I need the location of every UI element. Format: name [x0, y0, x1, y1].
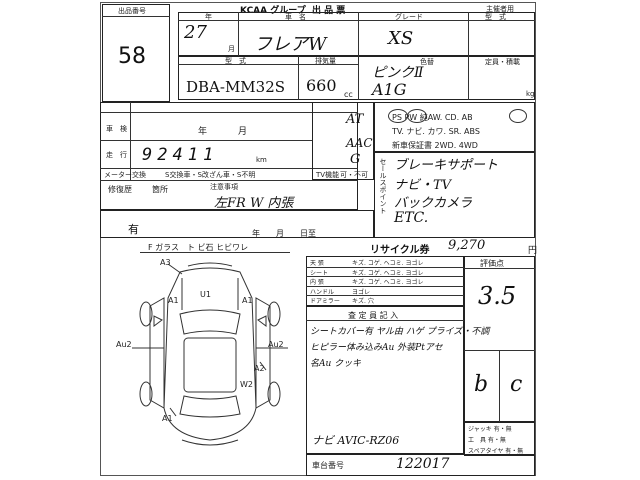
interior-row-label: ハンドル	[310, 288, 335, 296]
car-name: フレアW	[254, 34, 327, 55]
equipment-line-3: 新車保証書 2WD. 4WD	[392, 141, 478, 150]
sell-point-2: ナビ・TV	[394, 178, 452, 193]
ab-circle	[509, 109, 527, 123]
interior-table	[306, 256, 464, 306]
equipment-line-1: PS PW 純AW. CD. AB	[392, 113, 473, 122]
model-code: DBA-MM32S	[186, 78, 286, 96]
mark-u1-front: U1	[200, 290, 211, 299]
equipment-line-2: TV. ナビ. カワ. SR. ABS	[392, 127, 480, 136]
ps-circle	[388, 109, 408, 123]
lot-number-box	[102, 4, 170, 102]
fuel-value: G	[350, 152, 361, 167]
displacement: 660	[306, 76, 337, 95]
chassis-number: 122017	[396, 456, 450, 472]
notes-value: 左FR W 内張	[214, 196, 294, 211]
inspector-box	[306, 306, 464, 454]
color-code: A1G	[372, 80, 407, 99]
recycle-value: 9,270	[448, 238, 486, 253]
color-name: ピンクⅡ	[372, 65, 424, 81]
mark-a1-left: A1	[168, 296, 179, 305]
inspection-block	[100, 102, 358, 210]
owner-label: 主催者用	[486, 5, 514, 13]
inspector-note-3: 名Au クッキ	[310, 359, 362, 369]
glass-label: F ガラス ト ビ石 ヒビワレ	[148, 243, 249, 252]
mark-au2-left: Au2	[116, 340, 132, 349]
car-diagram	[132, 262, 288, 446]
inspector-note-4: ナビ AVIC-RZ06	[312, 434, 400, 447]
grade-value: XS	[388, 28, 414, 49]
lot-number-label: 出品番号	[118, 7, 146, 15]
interior-row-options: キズ. コゲ. ヘコミ. ヨゴレ	[352, 260, 424, 267]
interior-row-label: 内 張	[310, 279, 324, 286]
repair-row	[100, 210, 374, 238]
ac-value: AAC	[346, 136, 373, 150]
pw-circle	[407, 109, 427, 123]
exterior-score: c	[510, 372, 523, 397]
interior-row-label: シート	[310, 269, 329, 277]
recycle-label: リサイクル券	[370, 245, 430, 256]
inspector-note-1: シートカバー有 ヤル由 ハゲ プライズ・不調	[310, 327, 490, 337]
mark-a1-right: A1	[242, 296, 253, 305]
mark-a1-rear: A1	[162, 414, 173, 423]
mark-au2-right: Au2	[268, 340, 284, 349]
mark-a3-top: A3	[160, 258, 171, 267]
interior-row-options: ヨゴレ	[352, 288, 371, 296]
brand-sub: 出 品 票	[312, 6, 346, 16]
jack-label: ジャッキ 有・無	[468, 426, 512, 433]
inspector-note-2: ヒピラー体み込みAu 外装Ptアセ	[310, 343, 443, 353]
inspector-label: 査 定 員 記 入	[348, 311, 399, 320]
lot-number: 58	[118, 44, 146, 69]
mark-a2-right: A2	[254, 364, 265, 373]
score-value: 3.5	[478, 282, 517, 310]
sell-point-4: ETC.	[394, 210, 429, 226]
interior-score: b	[474, 372, 489, 397]
chassis-label: 車台番号	[312, 461, 344, 470]
interior-row-label: ドアミラー	[310, 298, 340, 305]
row-model	[178, 56, 535, 100]
accessory-box	[464, 422, 535, 456]
sell-point-3: バックカメラ	[394, 196, 473, 211]
interior-row-label: 天 張	[310, 260, 324, 267]
shift-value: AT	[346, 112, 364, 127]
year-value: 27	[184, 22, 207, 43]
score-label: 評価点	[480, 259, 504, 268]
spare-label: スペアタイヤ 有・無	[468, 448, 524, 455]
mileage-value: 92411	[142, 145, 219, 165]
equipment-box	[374, 102, 535, 152]
row-name	[178, 12, 535, 56]
mark-w2: W2	[240, 380, 253, 389]
sell-point-1: ブレーキサポート	[394, 158, 499, 173]
selling-points-box	[374, 152, 535, 238]
repair-yes: 有	[128, 223, 139, 236]
spec-block	[312, 102, 374, 180]
chassis-row	[306, 454, 535, 476]
interior-row-options: キズ. コゲ. ヘコミ. ヨゴレ	[352, 269, 424, 277]
interior-row-options: キズ. コゲ. ヘコミ. ヨゴレ	[352, 279, 424, 286]
interior-row-options: キズ. 穴	[352, 298, 374, 305]
tool-label: 工 具 有・無	[468, 437, 506, 444]
brand-logo: KCAA グループ	[240, 6, 306, 16]
